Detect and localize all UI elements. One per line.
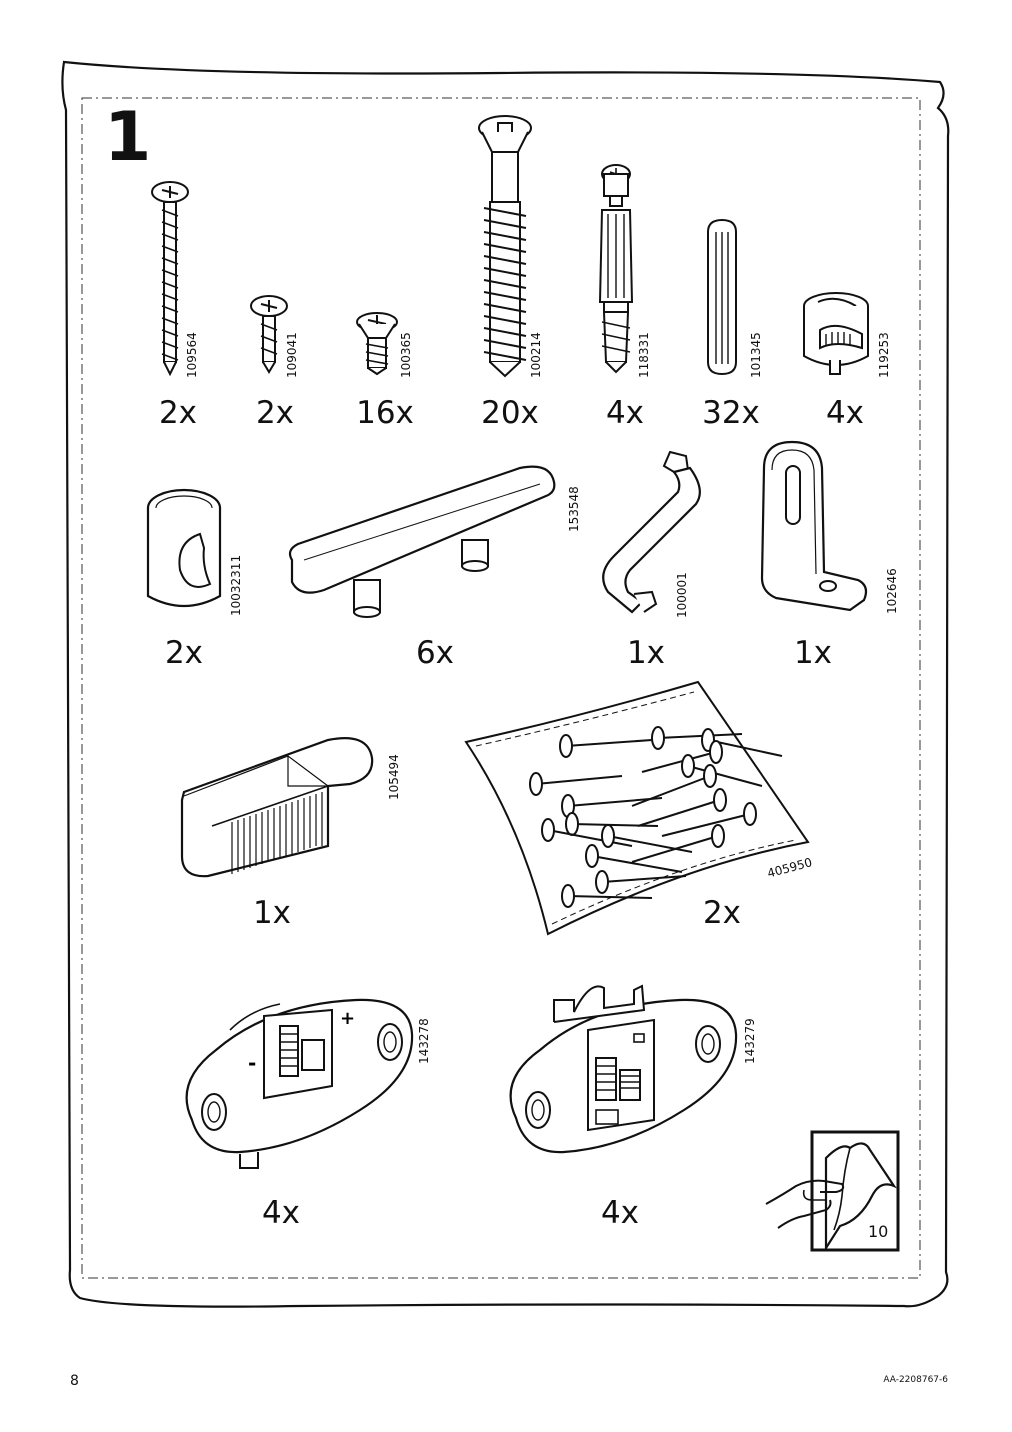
handle-icon <box>288 465 556 618</box>
part-quantity: 6x <box>415 635 455 671</box>
part-code: 118331 <box>637 332 651 378</box>
knob-icon <box>146 488 222 607</box>
part-quantity: 1x <box>793 635 833 671</box>
part-quantity: 1x <box>626 635 666 671</box>
part-code: 10032311 <box>229 554 243 616</box>
plus-mark: + <box>340 1008 355 1029</box>
hinge-plate-a-icon: + - <box>185 998 414 1169</box>
part-code: 119253 <box>877 332 891 378</box>
part-code: 102646 <box>885 568 899 614</box>
confirmat-screw-icon <box>478 115 532 378</box>
part-code: 105494 <box>387 754 401 800</box>
part-code: 143278 <box>417 1018 431 1064</box>
wedge-icon <box>180 737 374 878</box>
step-number: 1 <box>104 98 152 177</box>
allen-key-icon <box>602 450 701 614</box>
part-code: 153548 <box>567 486 581 532</box>
part-quantity: 2x <box>702 895 742 931</box>
screw-flat-icon <box>356 312 398 376</box>
cam-lock-icon <box>803 292 869 375</box>
part-code: 100214 <box>529 332 543 378</box>
minus-mark: - <box>248 1051 256 1075</box>
hinge-plate-b-icon <box>509 984 738 1154</box>
turn-page-icon <box>765 1130 900 1252</box>
part-quantity: 20x <box>481 395 539 431</box>
part-quantity: 2x <box>255 395 295 431</box>
screw-long-icon <box>151 181 189 377</box>
part-quantity: 16x <box>356 395 414 431</box>
part-quantity: 1x <box>252 895 292 931</box>
nail-bag-icon <box>464 680 810 936</box>
screw-short-icon <box>250 295 288 374</box>
wood-dowel-icon <box>707 218 737 376</box>
part-quantity: 4x <box>825 395 865 431</box>
part-quantity: 4x <box>261 1195 301 1231</box>
part-quantity: 2x <box>164 635 204 671</box>
part-code: 100365 <box>399 332 413 378</box>
angle-bracket-icon <box>760 440 868 612</box>
cam-dowel-icon <box>598 164 634 374</box>
part-quantity: 4x <box>600 1195 640 1231</box>
part-quantity: 32x <box>702 395 760 431</box>
part-code: 143279 <box>743 1018 757 1064</box>
part-code: 109564 <box>185 332 199 378</box>
part-code: 100001 <box>675 572 689 618</box>
part-code: 109041 <box>285 332 299 378</box>
part-code: 101345 <box>749 332 763 378</box>
turn-page-number: 10 <box>868 1222 889 1241</box>
part-quantity: 2x <box>158 395 198 431</box>
document-reference: AA-2208767-6 <box>883 1375 948 1385</box>
page-number: 8 <box>70 1373 79 1389</box>
part-quantity: 4x <box>605 395 645 431</box>
